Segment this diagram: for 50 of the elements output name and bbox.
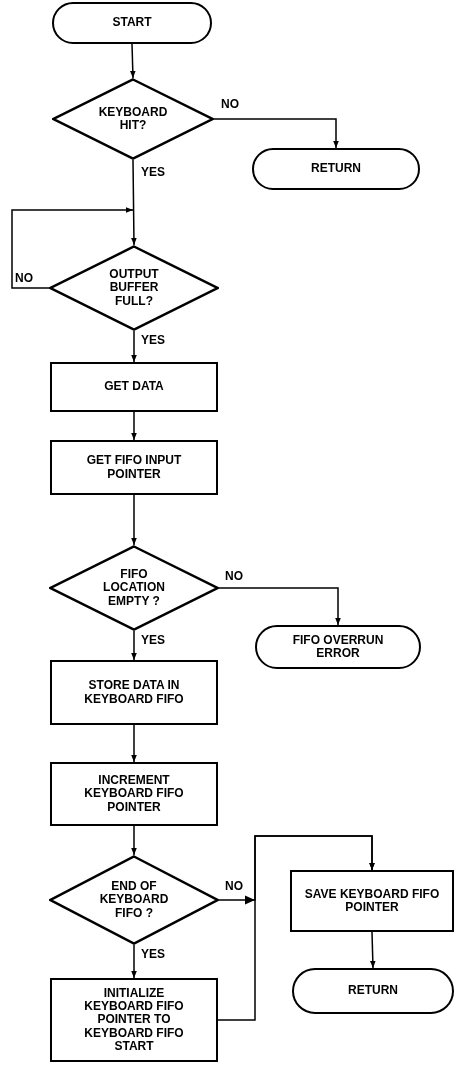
node-label: END OF KEYBOARD FIFO ? [98, 880, 170, 920]
arrow [131, 330, 137, 363]
node-label: STORE DATA IN KEYBOARD FIFO [83, 679, 185, 706]
arrow [218, 587, 341, 626]
arrow [131, 411, 137, 441]
decision-diamond [52, 78, 214, 160]
decision-diamond [49, 855, 219, 945]
arrow [131, 494, 137, 546]
arrow [11, 207, 134, 289]
process-box [290, 870, 454, 932]
edge-label: YES [140, 948, 166, 960]
arrow [131, 159, 137, 246]
arrow [370, 931, 376, 969]
edge-label: NO [220, 98, 240, 110]
process-box [50, 660, 218, 725]
edge-label: YES [140, 166, 166, 178]
arrow [130, 43, 136, 79]
terminal [52, 2, 212, 44]
arrow [131, 724, 137, 763]
terminal [252, 148, 420, 190]
arrow [131, 944, 137, 979]
terminal [255, 625, 421, 669]
node-label: FIFO OVERRUN ERROR [291, 633, 385, 661]
node-label: FIFO LOCATION EMPTY ? [102, 568, 166, 608]
node-label: SAVE KEYBOARD FIFO POINTER [303, 887, 441, 915]
arrow [131, 630, 137, 661]
process-box [50, 762, 218, 826]
edge-label: YES [140, 334, 166, 346]
decision-diamond [49, 545, 219, 631]
node-label: RETURN [310, 162, 362, 176]
arrow [217, 835, 375, 1021]
node-label: GET FIFO INPUT POINTER [85, 454, 183, 481]
node-label: START [111, 16, 153, 30]
decision-diamond [49, 245, 219, 331]
node-label: RETURN [347, 984, 399, 998]
edge-label: NO [224, 570, 244, 582]
arrow [131, 825, 137, 856]
edge-label: YES [140, 634, 166, 646]
node-label: GET DATA [103, 380, 165, 394]
arrow [213, 118, 339, 149]
process-box [50, 362, 218, 412]
process-box [50, 978, 218, 1062]
terminal [292, 968, 454, 1014]
edge-label: NO [14, 272, 34, 284]
edge-label: NO [224, 880, 244, 892]
process-box [50, 440, 218, 495]
node-label: INITIALIZE KEYBOARD FIFO POINTER TO KEYBOARD FIFO START [83, 987, 185, 1053]
node-label: KEYBOARD HIT? [97, 105, 169, 133]
node-label: INCREMENT KEYBOARD FIFO POINTER [84, 774, 184, 814]
node-label: OUTPUT BUFFER FULL? [108, 268, 160, 308]
